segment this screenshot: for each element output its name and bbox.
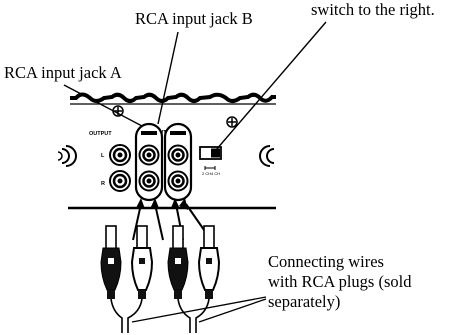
switch-pos-1: 2 CH (202, 171, 211, 176)
label-connecting-wires-1: Connecting wires (268, 252, 384, 271)
left-grille (65, 145, 77, 167)
output-jack-r (109, 170, 131, 192)
leader-wires (131, 296, 267, 323)
label-connecting-wires-3: separately) (268, 292, 340, 311)
rca-plug-3 (167, 225, 189, 299)
leader-switch (215, 21, 327, 151)
label-switch-instruction: switch to the right. (311, 0, 435, 19)
leader-lines (63, 21, 327, 151)
cables (110, 298, 210, 333)
leader-jack-a (63, 84, 143, 127)
rca-plug-1 (100, 225, 122, 299)
arrow-heads (136, 198, 188, 210)
switch-pos-2: 4 CH (211, 171, 220, 176)
input-jack-group-a (134, 122, 164, 202)
label-rca-input-jack-b: RCA input jack B (135, 9, 253, 28)
panel-output-label: OUTPUT (89, 131, 112, 137)
rca-plug-2 (130, 225, 154, 299)
panel-right-label: R (101, 181, 105, 187)
heatsink-edge (70, 92, 276, 103)
channel-switch (199, 146, 222, 170)
panel-left-label: L (101, 153, 105, 159)
label-rca-input-jack-a: RCA input jack A (4, 63, 122, 82)
screw-right (226, 116, 238, 128)
leader-jack-b (157, 31, 179, 125)
right-grille (259, 145, 271, 167)
output-jack-l (109, 144, 131, 166)
input-jack-group-b (163, 122, 193, 202)
label-connecting-wires-2: with RCA plugs (sold (268, 272, 412, 291)
rca-plug-4 (197, 225, 221, 299)
